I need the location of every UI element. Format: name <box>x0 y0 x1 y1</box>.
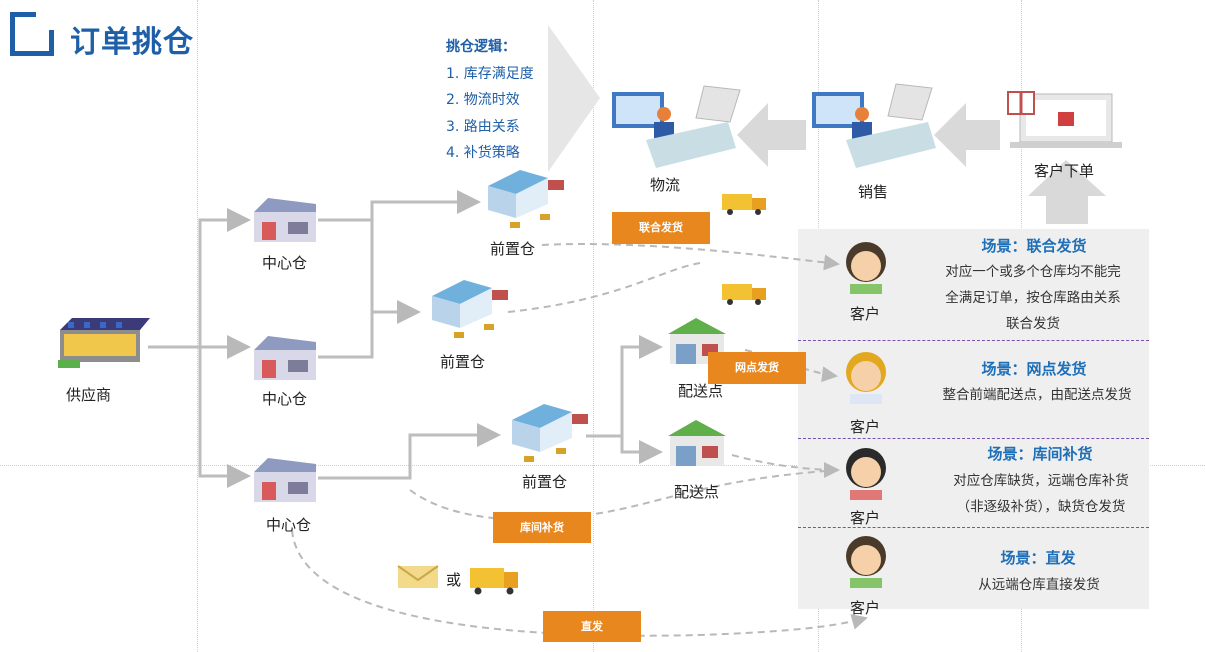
customer-label: 客户 <box>850 305 881 323</box>
central-warehouse-label: 中心仓 <box>262 254 308 272</box>
arrow-left-icon <box>737 103 806 167</box>
pick-logic-heading: 挑仓逻辑： <box>446 39 516 55</box>
scenario-divider <box>798 340 1149 341</box>
customer-order-label: 客户下单 <box>1034 162 1095 180</box>
central-warehouse-icon <box>254 458 316 502</box>
front-warehouse-icon <box>512 404 588 462</box>
customer-avatar <box>846 352 886 404</box>
central-warehouse-icon <box>254 336 316 380</box>
central-warehouse-label: 中心仓 <box>262 390 308 408</box>
scenario-divider <box>798 438 1149 439</box>
central-warehouse-label: 中心仓 <box>266 516 312 534</box>
front-warehouse-icon <box>488 170 564 228</box>
joint-shipping-tag: 联合发货 <box>612 212 710 244</box>
scenario-title: 场景：网点发货 <box>981 360 1087 378</box>
sales-label: 销售 <box>858 183 889 201</box>
sales-workstation-icon <box>812 83 936 168</box>
delivery-truck-icon <box>722 194 766 215</box>
delivery-point-label: 配送点 <box>674 483 720 501</box>
scenario-divider <box>798 527 1149 528</box>
front-warehouse-label: 前置仓 <box>490 240 536 258</box>
central-warehouse-icon <box>254 198 316 242</box>
supplier-label: 供应商 <box>66 386 112 404</box>
customer-avatar <box>846 536 886 588</box>
pick-logic-item: 3. 路由关系 <box>446 118 520 135</box>
envelope-icon <box>397 565 439 588</box>
delivery-truck-icon <box>470 568 518 595</box>
scenario-title: 场景：直发 <box>1000 549 1076 567</box>
arrow-left-icon <box>934 103 1000 167</box>
front-warehouse-label: 前置仓 <box>522 473 568 491</box>
delivery-point-label: 配送点 <box>678 382 724 400</box>
laptop-gift-icon <box>1007 91 1122 148</box>
scenario-description: 从远端仓库直接发货 <box>978 577 1100 593</box>
logistics-label: 物流 <box>650 176 681 194</box>
outlet-shipping-tag: 网点发货 <box>708 352 806 384</box>
scenario-description: 对应一个或多个仓库均不能完 全满足订单，按仓库路由关系 联合发货 <box>945 264 1121 332</box>
front-warehouse-icon <box>432 280 508 338</box>
or-label: 或 <box>446 571 462 589</box>
pick-logic-item: 2. 物流时效 <box>446 92 520 108</box>
customer-avatar <box>846 242 886 294</box>
front-warehouse-label: 前置仓 <box>440 353 486 371</box>
customer-label: 客户 <box>850 599 881 617</box>
scenario-description: 对应仓库缺货，远端仓库补货 （非逐级补货），缺货仓发货 <box>953 473 1129 515</box>
page-title: 订单挑仓 <box>70 25 194 60</box>
scenario-title: 场景：联合发货 <box>981 237 1087 255</box>
customer-label: 客户 <box>850 509 881 527</box>
logic-chevron <box>548 25 600 172</box>
transfer-replenish-tag: 库间补货 <box>493 512 591 543</box>
logistics-workstation-icon <box>612 85 741 168</box>
pick-logic-item: 1. 库存满足度 <box>446 65 534 82</box>
delivery-truck-icon <box>722 284 766 305</box>
customer-avatar <box>846 448 886 500</box>
customer-label: 客户 <box>850 418 881 436</box>
title-logo-icon <box>10 12 54 56</box>
scenario-title: 场景：库间补货 <box>987 445 1093 463</box>
supplier-factory-icon <box>58 318 150 368</box>
direct-shipping-tag: 直发 <box>543 611 641 642</box>
pick-logic: 挑仓逻辑： 1. 库存满足度 2. 物流时效 3. 路由关系 4. 补货策略 <box>446 34 534 167</box>
arrow-up-icon <box>1028 160 1106 224</box>
scenario-description: 整合前端配送点，由配送点发货 <box>942 387 1132 403</box>
pick-logic-item: 4. 补货策略 <box>446 145 520 161</box>
delivery-shop-icon <box>668 420 726 466</box>
